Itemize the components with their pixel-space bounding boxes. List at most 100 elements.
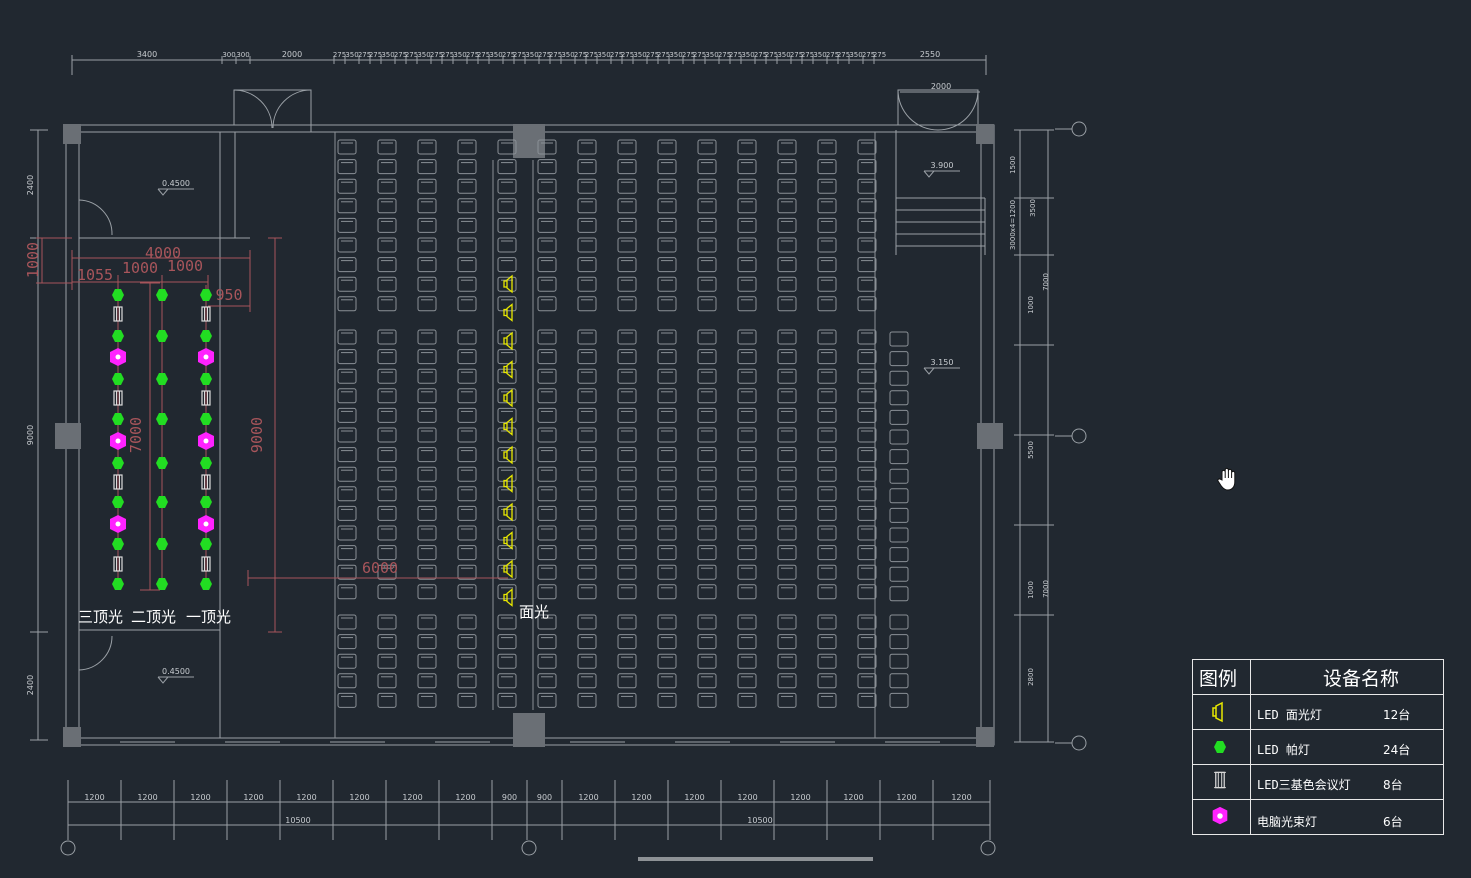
seat — [697, 505, 717, 521]
seat — [337, 545, 357, 561]
seat — [817, 178, 837, 194]
seat-back — [817, 296, 837, 312]
seat — [817, 139, 837, 155]
seat-back — [777, 673, 797, 689]
seat — [537, 139, 557, 155]
seat-back — [377, 673, 397, 689]
seat — [737, 673, 757, 689]
seat — [457, 466, 477, 482]
seat-back — [337, 584, 357, 600]
seat-back — [337, 349, 357, 365]
seat-back — [777, 614, 797, 630]
seat-back — [417, 545, 437, 561]
seat — [777, 466, 797, 482]
seat — [697, 584, 717, 600]
seat-back — [697, 139, 717, 155]
seat — [857, 159, 877, 175]
seat — [377, 178, 397, 194]
legend-row: 电脑光束灯 6台 — [1193, 799, 1443, 835]
seat — [337, 564, 357, 580]
red-dim-6000 — [247, 570, 508, 586]
seat — [577, 198, 597, 214]
top-dim-text: 275 — [801, 51, 814, 59]
seat-back — [537, 198, 557, 214]
led-par-light-icon — [156, 496, 168, 508]
seat — [817, 296, 837, 312]
horizontal-scrollbar[interactable] — [638, 857, 873, 861]
led-face-light-icon — [503, 588, 513, 607]
seat — [737, 237, 757, 253]
led-par-light-icon — [200, 578, 212, 590]
seat — [337, 614, 357, 630]
seat-back — [657, 237, 677, 253]
left-dim-text: 9000 — [26, 425, 35, 445]
seat-back — [617, 368, 637, 384]
seat — [617, 692, 637, 708]
seat-back — [457, 634, 477, 650]
seat-back — [817, 692, 837, 708]
seat-back — [617, 584, 637, 600]
seat-back — [617, 159, 637, 175]
seat-back — [577, 159, 597, 175]
seat-back — [417, 564, 437, 580]
seat — [889, 507, 909, 523]
seat-back — [657, 486, 677, 502]
beam-lens — [203, 438, 209, 444]
seat — [537, 407, 557, 423]
seat-back — [497, 257, 517, 273]
audience-seating — [334, 132, 909, 738]
red-dim-text: 1000 — [122, 259, 158, 277]
top-dim-text: 275 — [549, 51, 562, 59]
seat — [457, 139, 477, 155]
seat — [657, 427, 677, 443]
seat-back — [697, 349, 717, 365]
seat — [457, 329, 477, 345]
seat — [377, 296, 397, 312]
seat — [377, 564, 397, 580]
right-dim-text: 7000 — [1042, 273, 1050, 291]
seat-back — [377, 159, 397, 175]
seat — [817, 407, 837, 423]
seat — [377, 447, 397, 463]
seat — [337, 466, 357, 482]
seat — [737, 217, 757, 233]
seat-back — [417, 217, 437, 233]
seat — [497, 159, 517, 175]
seat-back — [657, 296, 677, 312]
top-dim-text: 275 — [394, 51, 407, 59]
top-dim-text: 275 — [610, 51, 623, 59]
seat-back — [889, 547, 909, 563]
seat-back — [377, 407, 397, 423]
grid-bubble — [1071, 735, 1087, 751]
seat-back — [817, 525, 837, 541]
seat — [889, 673, 909, 689]
seat-back — [537, 139, 557, 155]
seat-back — [817, 349, 837, 365]
seat — [377, 584, 397, 600]
led-face-light-icon — [503, 502, 513, 522]
seat — [417, 545, 437, 561]
led-par-light-icon — [112, 289, 124, 301]
seat — [417, 217, 437, 233]
elevation-mark: 0.4500 — [162, 667, 190, 676]
seat — [537, 349, 557, 365]
seat-back — [777, 634, 797, 650]
seat-back — [697, 427, 717, 443]
seat-back — [617, 329, 637, 345]
seat-back — [857, 673, 877, 689]
seat — [497, 486, 517, 502]
seat-back — [537, 525, 557, 541]
top-dim-text: 275 — [873, 51, 886, 59]
seat-back — [377, 276, 397, 292]
seat-back — [817, 139, 837, 155]
led-tricolor-conference-light-icon — [113, 556, 123, 572]
seat-back — [337, 466, 357, 482]
seat — [697, 159, 717, 175]
top-dim-text: 275 — [790, 51, 803, 59]
seat-back — [889, 614, 909, 630]
elevation-symbol — [923, 367, 960, 375]
seat — [777, 296, 797, 312]
seat-back — [377, 427, 397, 443]
seat-back — [889, 692, 909, 708]
